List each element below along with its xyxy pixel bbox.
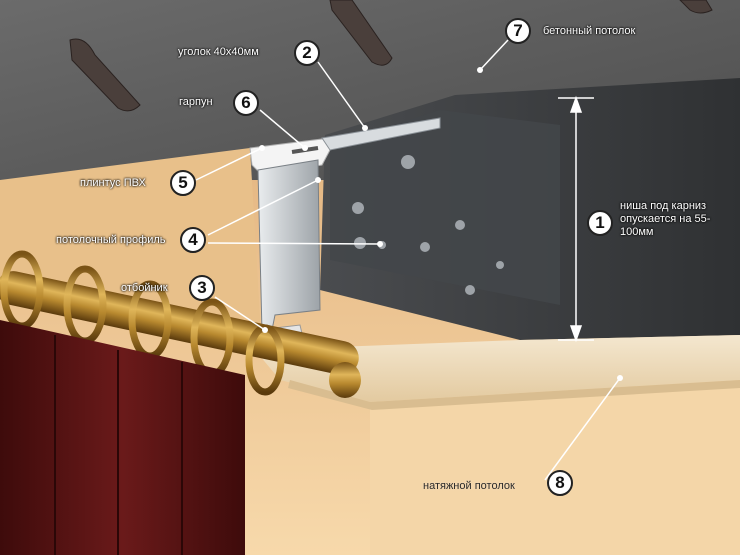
badge-1: 1 xyxy=(587,210,613,236)
label-niche: ниша под карниз опускается на 55-100мм xyxy=(620,200,711,238)
label-bumper: отбойник xyxy=(121,282,168,294)
niche-inner-block xyxy=(330,110,560,305)
badge-6: 6 xyxy=(233,90,259,116)
niche-depth-arrow xyxy=(558,95,594,343)
curtain xyxy=(0,320,245,555)
niche-screws xyxy=(352,155,504,295)
leader-lines xyxy=(195,39,621,481)
leader-dots xyxy=(259,67,623,381)
label-pvc-baseboard: плинтус ПВХ xyxy=(80,177,146,189)
label-concrete-ceiling: бетонный потолок xyxy=(543,25,636,37)
label-stretch-ceiling: натяжной потолок xyxy=(423,480,515,492)
rebar-studs xyxy=(69,0,713,112)
curtain-folds xyxy=(54,335,183,555)
badge-5: 5 xyxy=(170,170,196,196)
ceiling-profile xyxy=(257,159,321,333)
badge-8: 8 xyxy=(547,470,573,496)
badge-7: 7 xyxy=(505,18,531,44)
label-angle: уголок 40х40мм xyxy=(178,46,259,58)
label-ceiling-profile: потолочный профиль xyxy=(56,234,166,246)
label-harpoon: гарпун xyxy=(179,96,213,108)
stretch-ceiling-edge xyxy=(288,380,740,410)
stretch-ceiling xyxy=(255,335,740,402)
badge-4: 4 xyxy=(180,227,206,253)
angle-bracket xyxy=(321,117,441,151)
badge-3: 3 xyxy=(189,275,215,301)
curtain-rod xyxy=(0,271,359,376)
badge-2: 2 xyxy=(294,40,320,66)
rod-end-cap xyxy=(329,362,361,398)
